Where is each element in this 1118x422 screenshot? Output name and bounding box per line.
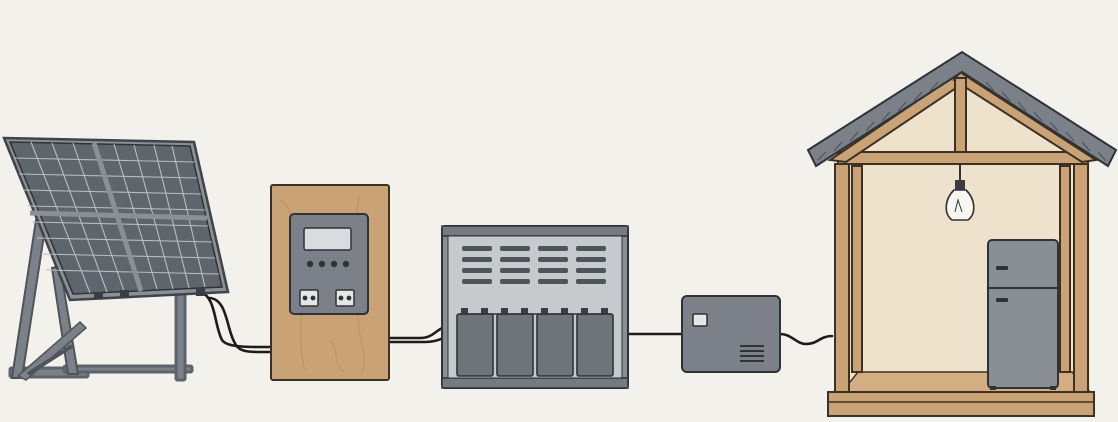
cabin-king-post: [954, 77, 967, 153]
inverter-vent: [740, 345, 764, 362]
battery-terminals: [461, 308, 608, 314]
panel-stand-brace: [16, 320, 88, 381]
controller-terminal-pv: [299, 289, 319, 307]
cabin-post-right: [1073, 163, 1089, 393]
battery-2: [496, 313, 534, 377]
inverter-indicator: [692, 313, 708, 327]
cabin-post-right-inner: [1059, 165, 1071, 373]
controller-terminal-battery: [335, 289, 355, 307]
panel-stand-post: [174, 288, 187, 382]
controller-indicator-lights: [306, 260, 350, 268]
panel-junction-box-2: [120, 290, 129, 297]
inverter-body: [681, 295, 781, 373]
panel-stand-foot-back: [62, 364, 194, 374]
battery-bank-icon: [441, 225, 629, 389]
roof-shingle-lines: [817, 81, 1107, 162]
fridge-handle-top: [996, 266, 1008, 270]
house-icon: [806, 50, 1118, 417]
cable-inverter-to-cabin: [778, 332, 834, 346]
fridge-handle-bottom: [996, 298, 1008, 302]
cabin-base: [827, 391, 1095, 417]
panel-stand-brace-2: [26, 344, 74, 376]
cabin-beam: [837, 151, 1089, 165]
refrigerator-icon: [987, 239, 1059, 390]
fridge-body: [987, 239, 1059, 389]
bulb-socket: [955, 180, 965, 190]
cabin-roof: [806, 50, 1118, 168]
panel-stand-leg-front: [10, 218, 48, 379]
panel-divider-horizontal: [29, 210, 208, 221]
panel-junction-box-3: [196, 288, 205, 296]
battery-cells: [456, 313, 614, 377]
light-bulb-icon: [945, 189, 975, 221]
inverter-icon: [681, 295, 781, 373]
charge-controller-icon: [270, 184, 390, 381]
battery-3: [536, 313, 574, 377]
cabin-post-left-inner: [851, 165, 863, 373]
battery-4: [576, 313, 614, 377]
cabin-post-left: [834, 163, 850, 393]
solar-panel-icon: [2, 136, 230, 382]
panel-junction-box: [94, 292, 103, 299]
controller-display: [303, 227, 352, 251]
cabinet-vents: [462, 246, 606, 284]
battery-1: [456, 313, 494, 377]
